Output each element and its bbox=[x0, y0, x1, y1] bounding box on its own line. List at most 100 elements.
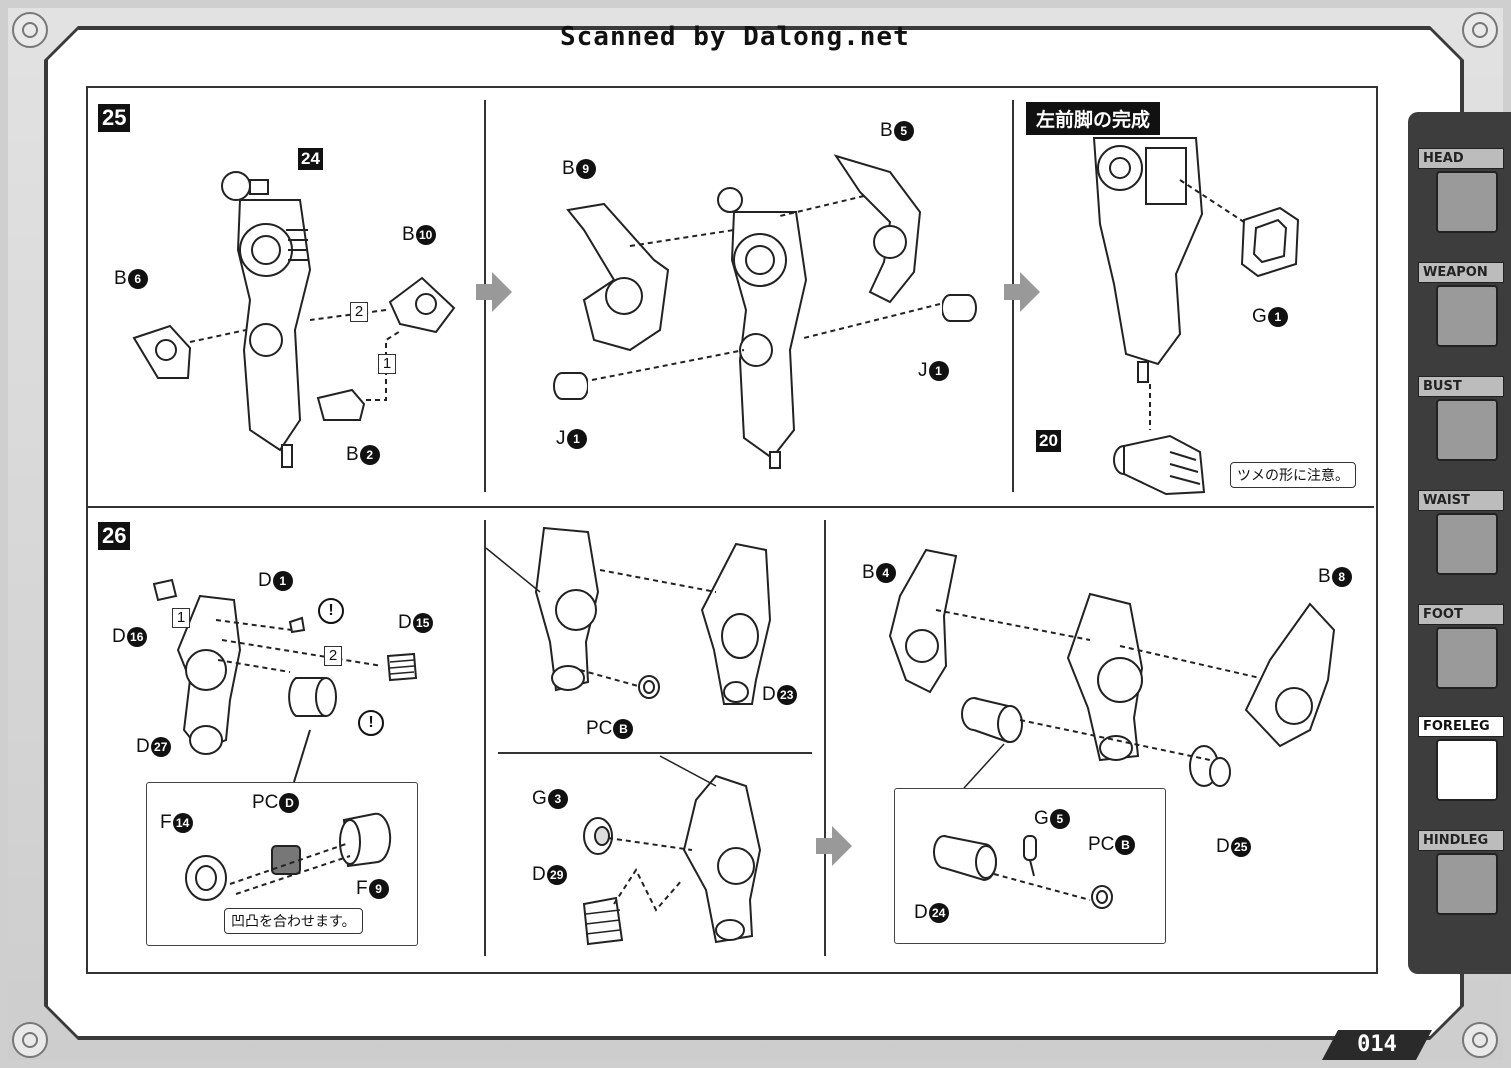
corner-ornament-icon bbox=[12, 1022, 48, 1058]
order-marker: 2 bbox=[324, 646, 342, 666]
order-marker: 1 bbox=[378, 354, 396, 374]
tab-label: BUST bbox=[1418, 376, 1504, 397]
callout-line bbox=[659, 755, 717, 787]
corner-ornament-icon bbox=[1462, 1022, 1498, 1058]
tab-label: WEAPON bbox=[1418, 262, 1504, 283]
callout-line bbox=[963, 743, 1005, 789]
assembly-guide-lines bbox=[993, 873, 1091, 901]
tab-label: WAIST bbox=[1418, 490, 1504, 511]
leg-assembly-drawing bbox=[534, 526, 600, 692]
reference-step-number: 20 bbox=[1036, 430, 1061, 452]
flow-arrow-icon bbox=[492, 272, 512, 312]
assembly-guide-lines bbox=[229, 843, 351, 895]
assembly-guide-lines bbox=[215, 619, 383, 673]
part-b6-drawing bbox=[132, 324, 192, 379]
step-number: 25 bbox=[98, 104, 131, 132]
part-b9-drawing bbox=[566, 202, 670, 352]
flow-arrow-stem bbox=[476, 284, 492, 300]
tab-label: FORELEG bbox=[1418, 716, 1504, 737]
hindleg-icon bbox=[1436, 853, 1498, 915]
flow-arrow-icon bbox=[1020, 272, 1040, 312]
caution-note: ツメの形に注意。 bbox=[1230, 462, 1356, 488]
part-b10-drawing bbox=[388, 276, 456, 334]
corner-ornament-icon bbox=[12, 12, 48, 48]
part-d23-drawing bbox=[700, 542, 772, 705]
tab-label: FOOT bbox=[1418, 604, 1504, 625]
assembly-guide-lines bbox=[1149, 179, 1245, 430]
assembly-guide-lines bbox=[579, 569, 717, 687]
part-j1-drawing bbox=[942, 294, 977, 322]
tab-bust[interactable]: BUST bbox=[1418, 376, 1504, 461]
callout-line bbox=[485, 547, 541, 593]
assembly-guide-lines bbox=[607, 837, 693, 912]
part-d16-drawing bbox=[152, 578, 178, 602]
flow-arrow-icon bbox=[832, 826, 852, 866]
part-d1-drawing bbox=[288, 616, 306, 634]
attention-icon: ! bbox=[358, 710, 384, 736]
part-d29-drawing bbox=[582, 896, 624, 946]
part-g3-drawing bbox=[583, 817, 613, 855]
claw-part-drawing bbox=[1113, 434, 1206, 496]
cylinder-part-drawing bbox=[288, 677, 337, 717]
flow-arrow-stem bbox=[1004, 284, 1020, 300]
tab-label: HINDLEG bbox=[1418, 830, 1504, 851]
leg-assembly-drawing bbox=[682, 774, 762, 944]
leg-assembly-drawing bbox=[176, 594, 242, 755]
tab-hindleg[interactable]: HINDLEG bbox=[1418, 830, 1504, 915]
head-icon bbox=[1436, 171, 1498, 233]
tab-label: HEAD bbox=[1418, 148, 1504, 169]
part-b4-drawing bbox=[888, 548, 958, 694]
completed-leg-drawing bbox=[1092, 137, 1204, 383]
tab-foot[interactable]: FOOT bbox=[1418, 604, 1504, 689]
corner-ornament-icon bbox=[1462, 12, 1498, 48]
leg-assembly-drawing bbox=[1066, 592, 1144, 762]
part-d15-drawing bbox=[386, 652, 418, 682]
reference-step-number: 24 bbox=[298, 148, 323, 170]
step-number: 26 bbox=[98, 522, 131, 550]
tab-foreleg[interactable]: FORELEG bbox=[1418, 716, 1504, 801]
page-number: 014 bbox=[1322, 1030, 1432, 1060]
tab-weapon[interactable]: WEAPON bbox=[1418, 262, 1504, 347]
part-b5-drawing bbox=[833, 154, 922, 304]
alignment-note: 凹凸を合わせます。 bbox=[224, 908, 363, 934]
flow-arrow-stem bbox=[816, 838, 832, 854]
completion-title: 左前脚の完成 bbox=[1026, 102, 1161, 135]
bust-icon bbox=[1436, 399, 1498, 461]
foreleg-icon bbox=[1436, 739, 1498, 801]
leg-assembly-drawing bbox=[717, 187, 808, 469]
part-g5-drawing bbox=[1023, 835, 1037, 877]
joint-part-drawing bbox=[961, 697, 1023, 744]
tab-waist[interactable]: WAIST bbox=[1418, 490, 1504, 575]
scan-watermark: Scanned by Dalong.net bbox=[560, 22, 910, 52]
part-b8-drawing bbox=[1244, 602, 1336, 748]
part-pc-b-drawing bbox=[1091, 885, 1113, 909]
assembly-guide-lines bbox=[591, 195, 941, 381]
tab-head[interactable]: HEAD bbox=[1418, 148, 1504, 233]
part-d24-drawing bbox=[933, 835, 997, 882]
panel-divider bbox=[824, 520, 826, 956]
part-b2-drawing bbox=[316, 388, 366, 421]
